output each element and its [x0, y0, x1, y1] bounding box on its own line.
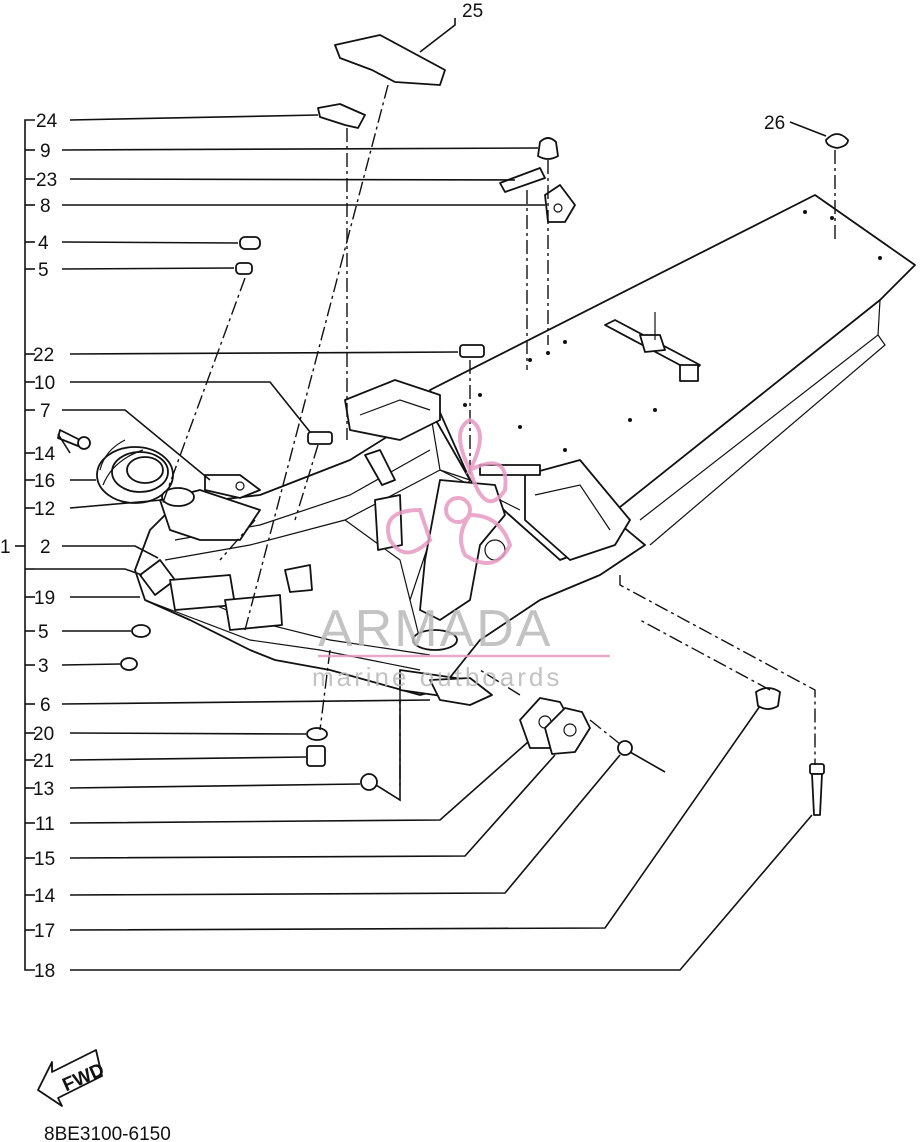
hull-frame-illustration	[134, 194, 916, 701]
part-12-ring	[161, 487, 195, 507]
callout-16: 16	[34, 471, 55, 492]
callout-7: 7	[40, 401, 51, 422]
callout-3: 3	[38, 656, 49, 677]
watermark-brand: ARMADA	[318, 600, 552, 658]
part-15-mount	[544, 707, 591, 755]
part-23-wedge	[499, 167, 546, 193]
part-9-cap	[537, 137, 559, 160]
callout-13: 13	[33, 779, 54, 800]
callout-20: 20	[33, 724, 54, 745]
callout-15: 15	[34, 849, 55, 870]
armada-logo-mark	[386, 417, 513, 565]
callout-11: 11	[35, 814, 55, 835]
callout-6: 6	[40, 695, 51, 716]
callout-21: 21	[33, 751, 54, 772]
callout-9: 9	[40, 141, 51, 162]
diagram-code: 8BE3100-6150	[44, 1124, 171, 1142]
part-25-pad	[334, 34, 446, 86]
callout-17: 17	[34, 921, 55, 942]
loose-parts	[57, 34, 849, 816]
armada-watermark: ARMADA marine outboards	[312, 417, 610, 692]
callout-1: 1	[0, 537, 11, 558]
part-6-plate	[429, 677, 493, 706]
part-4-grommet	[239, 236, 261, 250]
fwd-arrow: FWD	[37, 1049, 108, 1107]
callout-8: 8	[40, 196, 51, 217]
callout-12: 12	[34, 499, 55, 520]
part-21-nut	[306, 745, 326, 767]
callout-5-upper: 5	[38, 260, 49, 281]
part-16-bellows	[96, 439, 174, 504]
callout-labels: 25 24 9 23 8 4 5 22 10 7 14 16 12 1 2 19…	[0, 1, 785, 982]
part-13-clip	[360, 773, 378, 791]
callout-14-right: 14	[34, 886, 56, 907]
assembly-lines	[161, 84, 836, 785]
callout-26: 26	[764, 113, 785, 134]
callout-10: 10	[34, 373, 55, 394]
part-18-rivet	[809, 763, 825, 816]
callout-19: 19	[34, 588, 55, 609]
callout-2: 2	[40, 537, 51, 558]
callout-24: 24	[36, 111, 58, 132]
part-3-grommet	[120, 657, 138, 671]
callout-22: 22	[33, 345, 54, 366]
callout-23: 23	[36, 170, 57, 191]
callout-18: 18	[34, 961, 55, 982]
part-5-grommet-bottom	[131, 624, 151, 638]
part-10-pad	[307, 431, 333, 445]
part-22-pad	[459, 344, 485, 358]
part-24-pad	[317, 103, 366, 129]
part-7-plate	[204, 474, 261, 499]
part-5-grommet-top	[235, 262, 253, 275]
part-17-cap	[755, 687, 781, 710]
watermark-tagline: marine outboards	[312, 662, 562, 692]
part-14-screw-right	[617, 740, 666, 773]
leader-lines	[15, 18, 827, 971]
callout-5-lower: 5	[38, 622, 49, 643]
callout-4: 4	[38, 233, 49, 254]
callout-14-left: 14	[34, 444, 56, 465]
callout-25: 25	[462, 1, 483, 22]
part-20-cushion	[306, 727, 328, 741]
part-26-cap	[825, 133, 849, 149]
part-8-bracket	[544, 184, 576, 223]
